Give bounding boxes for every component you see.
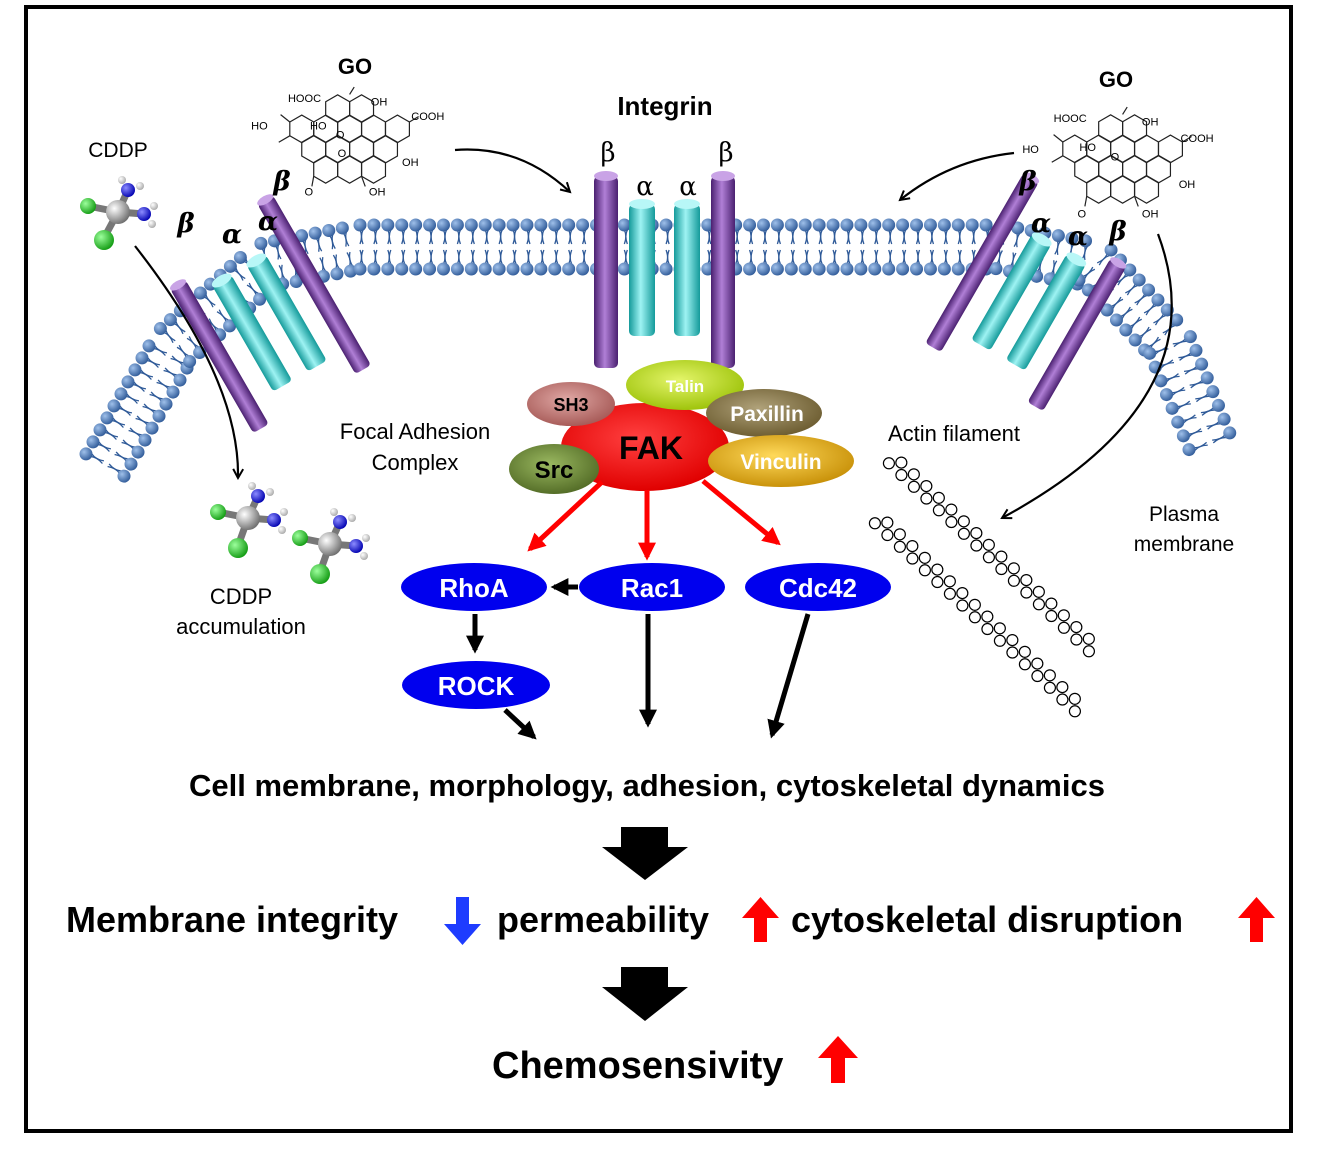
src-node <box>509 444 599 494</box>
actin-filament-label: Actin filament <box>888 421 1020 446</box>
sh3-node <box>527 382 615 426</box>
beta-label-left-inner: β <box>272 167 290 197</box>
alpha-label-center-2: α <box>679 172 697 202</box>
rac1-label: Rac1 <box>621 573 683 603</box>
beta-label-right-outer: β <box>1108 217 1126 247</box>
go-label-right: GO <box>1099 67 1133 92</box>
cdc42-node <box>745 563 891 611</box>
big-down-arrow-2 <box>602 967 688 1021</box>
arrow-rock-to-outcome <box>503 708 537 740</box>
svg-text:COOH: COOH <box>1181 133 1214 145</box>
svg-text:O: O <box>1078 208 1087 220</box>
plasma-membrane-label-line1: Plasma <box>1149 503 1219 526</box>
talin-label: Talin <box>666 377 704 396</box>
permeability-text: permeability <box>497 899 709 940</box>
cddp-molecule-accumulated-1 <box>210 482 288 558</box>
svg-text:OH: OH <box>371 96 388 108</box>
arrow-cddp-to-accumulation <box>134 245 238 478</box>
paxillin-label: Paxillin <box>730 403 804 426</box>
arrow-go-left-to-integrin <box>454 148 570 192</box>
svg-text:OH: OH <box>402 157 419 169</box>
alpha-label-center-1: α <box>636 172 654 202</box>
rock-node <box>402 661 550 709</box>
arrow-fak-to-cdc42 <box>701 479 781 546</box>
focal-adhesion-label-line1: Focal Adhesion <box>340 419 490 444</box>
actin-filament <box>868 456 1096 718</box>
sh3-label: SH3 <box>553 395 588 415</box>
fak-node <box>561 403 729 491</box>
go-molecule-right: HOOC OH COOH HO HO O OH O OH <box>1022 106 1214 220</box>
svg-text:OH: OH <box>1142 208 1159 220</box>
cddp-molecule <box>80 176 158 250</box>
rock-label: ROCK <box>438 671 515 701</box>
beta-label-center-right: β <box>718 138 733 168</box>
arrow-go-right-to-integrin <box>900 151 1015 200</box>
cddp-label: CDDP <box>88 139 148 162</box>
alpha-label-left-1: α <box>222 220 242 250</box>
integrin-left <box>170 194 370 432</box>
cdc42-label: Cdc42 <box>779 573 857 603</box>
alpha-label-left-2: α <box>258 207 278 237</box>
integrin-right <box>926 172 1127 410</box>
outcome-line-1: Cell membrane, morphology, adhesion, cyt… <box>189 768 1105 803</box>
src-label: Src <box>535 457 574 484</box>
svg-text:HO: HO <box>310 120 327 132</box>
go-label-left: GO <box>338 54 372 79</box>
svg-text:O: O <box>336 130 345 142</box>
svg-text:O: O <box>338 148 347 160</box>
cytoskeletal-disruption-text: cytoskeletal disruption <box>791 899 1183 940</box>
rac1-node <box>579 563 725 611</box>
integrin-label: Integrin <box>617 91 712 121</box>
svg-text:HO: HO <box>1022 144 1039 156</box>
svg-text:O: O <box>305 187 314 199</box>
svg-text:HOOC: HOOC <box>1054 113 1087 125</box>
svg-text:OH: OH <box>369 187 386 199</box>
vinculin-label: Vinculin <box>740 451 821 474</box>
svg-text:HOOC: HOOC <box>288 93 321 105</box>
cddp-accumulation-label-line1: CDDP <box>210 584 272 609</box>
paxillin-node <box>706 389 822 437</box>
arrow-go-right-to-actin <box>1002 233 1173 518</box>
go-molecule-left: HOOC OH COOH HO HO O O OH O OH <box>251 86 444 199</box>
focal-adhesion-label-line2: Complex <box>372 450 459 475</box>
arrow-fak-to-rhoa <box>527 480 604 552</box>
up-arrow-red-1 <box>742 897 779 942</box>
up-arrow-red-2 <box>1238 897 1275 942</box>
svg-text:HO: HO <box>1079 142 1096 154</box>
rhoa-label: RhoA <box>439 573 509 603</box>
alpha-label-right-2: α <box>1068 222 1088 252</box>
cddp-accumulation-label-line2: accumulation <box>176 614 306 639</box>
cddp-molecule-accumulated-2 <box>292 508 370 584</box>
svg-text:HO: HO <box>251 120 268 132</box>
vinculin-node <box>708 435 854 487</box>
fak-label: FAK <box>619 430 683 466</box>
svg-text:COOH: COOH <box>411 111 444 123</box>
talin-node <box>626 360 744 410</box>
beta-label-right-inner: β <box>1018 167 1036 197</box>
svg-text:OH: OH <box>1179 179 1196 191</box>
svg-text:OH: OH <box>1142 116 1159 128</box>
svg-text:O: O <box>1111 151 1120 163</box>
beta-label-left-outer: β <box>176 209 194 239</box>
down-arrow-blue <box>444 897 481 945</box>
big-down-arrow-1 <box>602 827 688 880</box>
membrane-integrity-text: Membrane integrity <box>66 899 398 940</box>
alpha-label-right-1: α <box>1031 209 1051 239</box>
chemosensivity-text: Chemosensivity <box>492 1045 783 1087</box>
beta-label-center-left: β <box>600 138 615 168</box>
up-arrow-red-3 <box>818 1036 858 1083</box>
arrow-cdc42-to-outcome <box>767 613 811 739</box>
plasma-membrane-label-line2: membrane <box>1134 533 1234 556</box>
rhoa-node <box>401 563 547 611</box>
integrin-center <box>594 171 735 368</box>
